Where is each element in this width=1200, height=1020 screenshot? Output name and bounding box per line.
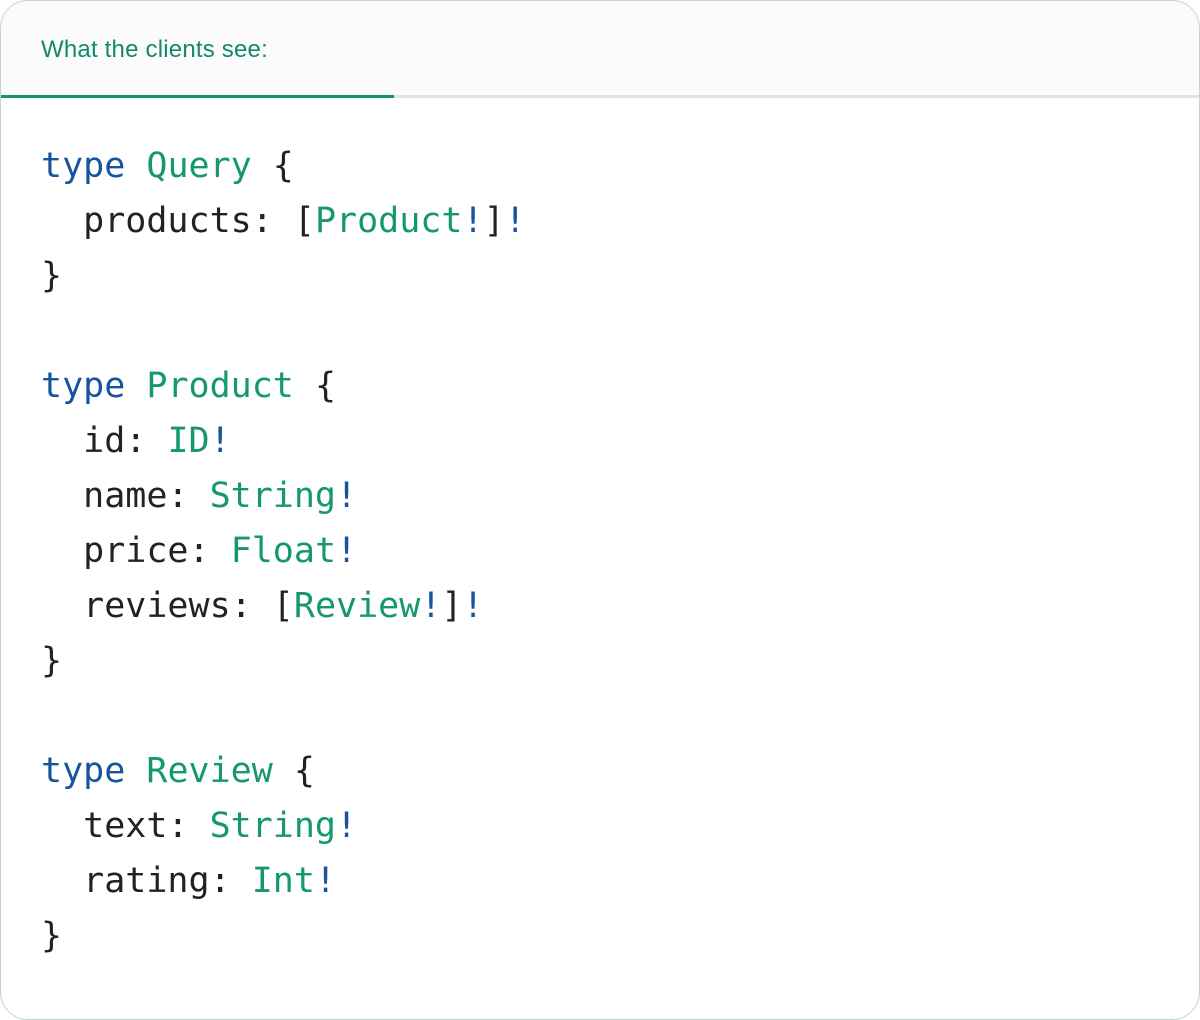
code-line: products: [Product!]! [41, 194, 1159, 249]
code-line [41, 689, 1159, 744]
active-tab-indicator [1, 95, 394, 98]
code-line [41, 304, 1159, 359]
code-token: text: [41, 806, 210, 846]
code-token: rating: [41, 861, 252, 901]
code-token: } [41, 256, 63, 296]
code-token [125, 751, 146, 791]
code-token: String [209, 806, 337, 846]
code-line: id: ID! [41, 414, 1159, 469]
code-line: name: String! [41, 469, 1159, 524]
code-token [125, 146, 146, 186]
code-token: ! [336, 531, 358, 571]
code-token: { [293, 366, 337, 406]
code-token: { [251, 146, 294, 186]
code-token: ] [483, 201, 505, 241]
code-token: ! [462, 201, 484, 241]
code-line: rating: Int! [41, 854, 1159, 909]
code-token: ! [336, 806, 358, 846]
code-token: Review [293, 586, 421, 626]
code-line: } [41, 634, 1159, 689]
code-token: Query [146, 146, 252, 186]
code-token: } [41, 641, 63, 681]
code-token: type [41, 366, 126, 406]
code-token: Review [146, 751, 273, 791]
code-token: } [41, 916, 63, 956]
code-line: } [41, 249, 1159, 304]
code-token: Int [251, 861, 315, 901]
code-token: ID [167, 421, 210, 461]
code-token: ! [462, 586, 484, 626]
code-line: } [41, 909, 1159, 964]
code-token: ! [504, 201, 526, 241]
code-line: text: String! [41, 799, 1159, 854]
code-token: id: [41, 421, 168, 461]
code-token: ! [314, 861, 337, 901]
code-token: price: [41, 531, 231, 571]
code-token: ! [209, 421, 231, 461]
code-token: ! [336, 476, 358, 516]
code-token: Float [230, 531, 337, 571]
code-line: type Query { [41, 139, 1159, 194]
code-token: ! [420, 586, 442, 626]
code-line: price: Float! [41, 524, 1159, 579]
tab-what-clients-see[interactable]: What the clients see: [1, 1, 394, 98]
code-token: ] [441, 586, 463, 626]
code-token: type [41, 146, 126, 186]
code-line: reviews: [Review!]! [41, 579, 1159, 634]
schema-code-block: type Query { products: [Product!]!} type… [1, 98, 1199, 1004]
tab-label: What the clients see: [41, 35, 268, 63]
code-line: type Product { [41, 359, 1159, 414]
code-token: type [41, 751, 126, 791]
code-token: reviews: [ [41, 586, 294, 626]
code-token: name: [41, 476, 210, 516]
code-token: String [209, 476, 337, 516]
header-divider [1, 95, 1199, 98]
code-line: type Review { [41, 744, 1159, 799]
card-header: What the clients see: [1, 1, 1199, 98]
code-token: Product [314, 201, 463, 241]
code-token: Product [146, 366, 294, 406]
code-token [125, 366, 146, 406]
code-token: products: [ [41, 201, 315, 241]
code-token: { [272, 751, 315, 791]
